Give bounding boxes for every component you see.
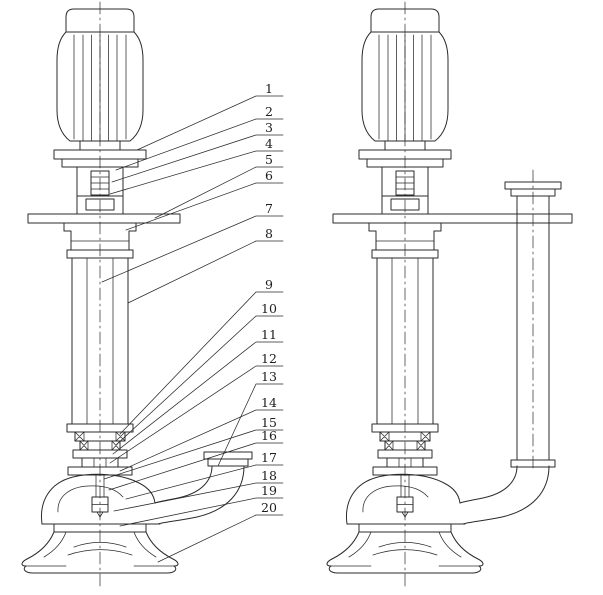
callout-label-10: 10 (261, 301, 277, 316)
callout-leader-9 (119, 291, 284, 435)
callout-leader-4 (109, 150, 284, 195)
callout-label-20: 20 (261, 500, 277, 515)
callout-leader-7 (101, 215, 284, 283)
callout-annotations: 1 2 3 4 5 6 7 8 9 10 11 12 13 14 15 16 1… (101, 81, 284, 563)
pipe-joint-flange (510, 459, 556, 468)
callout-label-17: 17 (261, 450, 277, 465)
callout-label-3: 3 (265, 120, 273, 135)
callout-label-14: 14 (261, 395, 277, 410)
callout-label-5: 5 (265, 152, 273, 167)
callout-leader-1 (136, 95, 284, 151)
callout-label-4: 4 (265, 136, 273, 151)
callout-label-1: 1 (265, 81, 273, 96)
callout-leader-8 (127, 240, 284, 304)
callout-leader-6 (125, 182, 284, 231)
discharge-pipe-right (504, 169, 562, 473)
mounting-plate-left (27, 213, 181, 224)
callout-leader-19 (119, 497, 284, 527)
callout-label-11: 11 (261, 327, 277, 342)
callout-label-16: 16 (261, 428, 277, 443)
callout-leader-5 (154, 166, 284, 219)
callout-label-12: 12 (261, 351, 277, 366)
callout-label-9: 9 (265, 277, 273, 292)
callout-label-15: 15 (261, 415, 277, 430)
callout-label-18: 18 (261, 468, 277, 483)
callout-leader-2 (115, 118, 284, 171)
callout-leader-20 (157, 514, 284, 563)
callout-leader-14 (119, 409, 284, 472)
callout-label-13: 13 (261, 369, 277, 384)
callout-leader-11 (112, 341, 284, 455)
callout-leader-17 (125, 464, 284, 500)
callout-label-8: 8 (265, 226, 273, 241)
callout-label-7: 7 (265, 201, 273, 216)
callout-leader-12 (109, 365, 284, 464)
callout-leader-3 (111, 134, 284, 183)
callout-leader-13 (217, 383, 284, 467)
callout-label-19: 19 (261, 483, 277, 498)
callout-leader-16 (108, 442, 284, 491)
left-pump-view (21, 1, 253, 587)
discharge-flange-left (203, 451, 253, 467)
right-pump-view (326, 1, 573, 587)
callout-leader-10 (115, 315, 284, 446)
callout-leader-18 (113, 482, 284, 512)
mounting-plate-right (332, 213, 573, 224)
callout-leader-15 (103, 429, 284, 480)
callout-label-2: 2 (265, 104, 273, 119)
callout-label-6: 6 (265, 168, 273, 183)
